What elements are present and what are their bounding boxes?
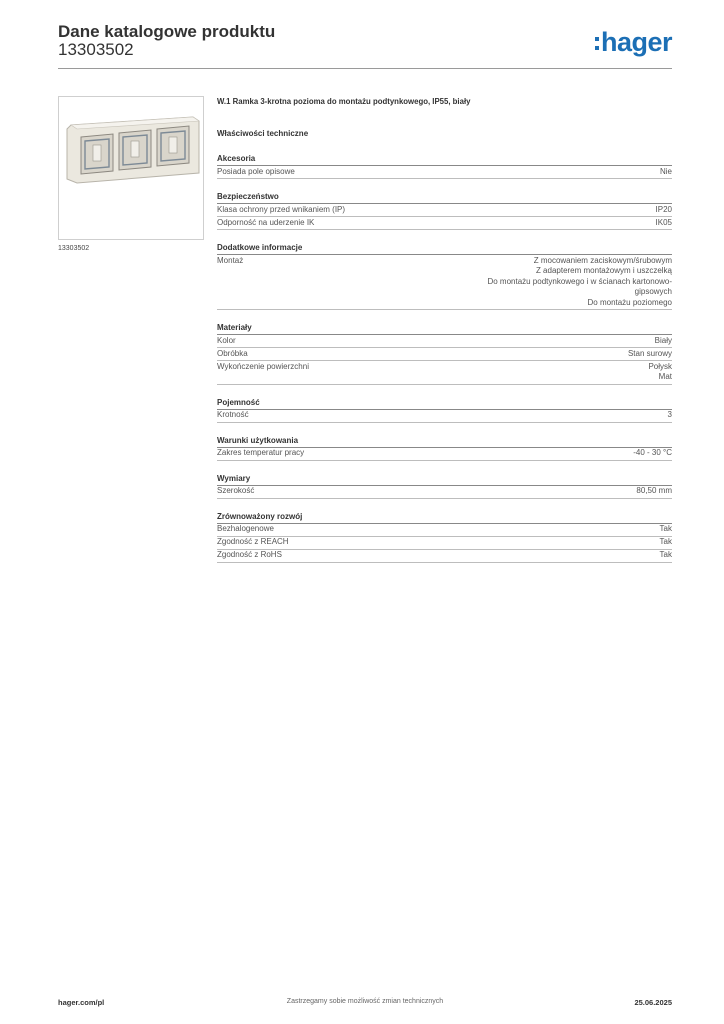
spec-value-line: -40 - 30 °C [633, 448, 672, 457]
spec-row: Posiada pole opisowe Nie [217, 166, 672, 179]
section-title: Akcesoria [217, 153, 672, 166]
spec-value-line: Mat [658, 372, 672, 381]
spec-label: Obróbka [217, 348, 248, 358]
footer-date: 25.06.2025 [634, 998, 672, 1007]
section-title: Wymiary [217, 473, 672, 486]
spec-value-line: Nie [659, 166, 672, 176]
spec-value-line: Z adapterem montażowym i uszczelką [535, 266, 672, 275]
spec-value-line: Do montażu podtynkowego i w ścianach kar… [487, 276, 672, 286]
spec-value: Nie [660, 167, 672, 178]
footer-website: hager.com/pl [58, 998, 105, 1007]
spec-row: Klasa ochrony przed wnikaniem (IP) IP20 [217, 204, 672, 217]
spec-row: Odporność na uderzenie IK IK05 [217, 217, 672, 230]
product-image-frame [58, 96, 204, 240]
spec-value-line: IK05 [655, 217, 672, 227]
spec-row: Obróbka Stan surowy [217, 348, 672, 361]
section-title: Dodatkowe informacje [217, 242, 672, 255]
footer-disclaimer: Zastrzegamy sobie możliwość zmian techni… [286, 998, 444, 1005]
section-title: Materiały [217, 322, 672, 335]
spec-row: Szerokość 80,50 mm [217, 486, 672, 499]
spec-label: Klasa ochrony przed wnikaniem (IP) [217, 204, 346, 214]
section-title: Zrównoważony rozwój [217, 511, 672, 524]
spec-label: Wykończenie powierzchni [217, 361, 309, 371]
spec-value-line: 80,50 mm [636, 486, 672, 495]
spec-row: Zgodność z REACH Tak [217, 537, 672, 550]
technical-properties-heading: Właściwości techniczne [217, 129, 309, 138]
spec-row: Zakres temperatur pracy -40 - 30 °C [217, 448, 672, 461]
page-title: Dane katalogowe produktu [58, 22, 276, 41]
product-details: W.1 Ramka 3-krotna pozioma do montażu po… [217, 96, 672, 563]
spec-label: Zgodność z REACH [217, 537, 289, 546]
spec-label: Zakres temperatur pracy [217, 448, 305, 457]
spec-value-line: Połysk [648, 361, 672, 371]
spec-value: IP20 [656, 205, 672, 216]
spec-value: Biały [655, 336, 672, 347]
spec-label: Odporność na uderzenie IK [217, 217, 315, 227]
spec-value-line: Stan surowy [627, 348, 672, 358]
spec-value: Tak [660, 537, 672, 548]
spec-value: -40 - 30 °C [633, 448, 672, 459]
spec-label: Zgodność z RoHS [217, 550, 282, 559]
spec-row: Zgodność z RoHS Tak [217, 550, 672, 563]
spec-label: Krotność [217, 410, 249, 419]
spec-value-line: Tak [659, 524, 672, 533]
hager-logo: hager [594, 26, 673, 57]
spec-row: Bezhalogenowe Tak [217, 524, 672, 537]
spec-value-line: Do montażu poziomego [587, 297, 673, 307]
spec-row: Krotność 3 [217, 410, 672, 423]
section-title: Bezpieczeństwo [217, 191, 672, 204]
page-header: Dane katalogowe produktu 13303502 hager [58, 22, 673, 68]
spec-value-line: 3 [667, 410, 672, 419]
spec-value-line: Z mocowaniem zaciskowym/śrubowym [533, 255, 672, 265]
spec-value: 80,50 mm [636, 486, 672, 497]
logo-colon-icon [594, 37, 599, 50]
spec-label: Bezhalogenowe [217, 524, 274, 533]
spec-value-line: Biały [654, 335, 672, 345]
section-title: Warunki użytkowania [217, 435, 672, 448]
product-code: 13303502 [58, 40, 134, 59]
spec-value: Stan surowy [628, 349, 672, 360]
logo-text: hager [600, 27, 673, 57]
spec-label: Szerokość [217, 486, 255, 495]
spec-label: Posiada pole opisowe [217, 166, 295, 176]
section-title: Pojemność [217, 397, 672, 410]
spec-value-line: Tak [659, 537, 672, 546]
spec-row: Kolor Biały [217, 335, 672, 348]
spec-value-line: Tak [659, 550, 672, 559]
spec-label: Montaż [217, 255, 244, 265]
spec-value-line: gipsowych [634, 287, 672, 296]
spec-value: IK05 [656, 218, 672, 229]
spec-label: Kolor [217, 335, 236, 345]
image-caption: 13303502 [58, 245, 90, 252]
header-divider [58, 68, 672, 69]
spec-value: Tak [660, 550, 672, 561]
spec-value-line: IP20 [655, 204, 672, 214]
spec-value: 3 [668, 410, 672, 421]
product-image [66, 116, 200, 184]
spec-value: Tak [660, 524, 672, 535]
product-title: W.1 Ramka 3-krotna pozioma do montażu po… [217, 97, 471, 106]
